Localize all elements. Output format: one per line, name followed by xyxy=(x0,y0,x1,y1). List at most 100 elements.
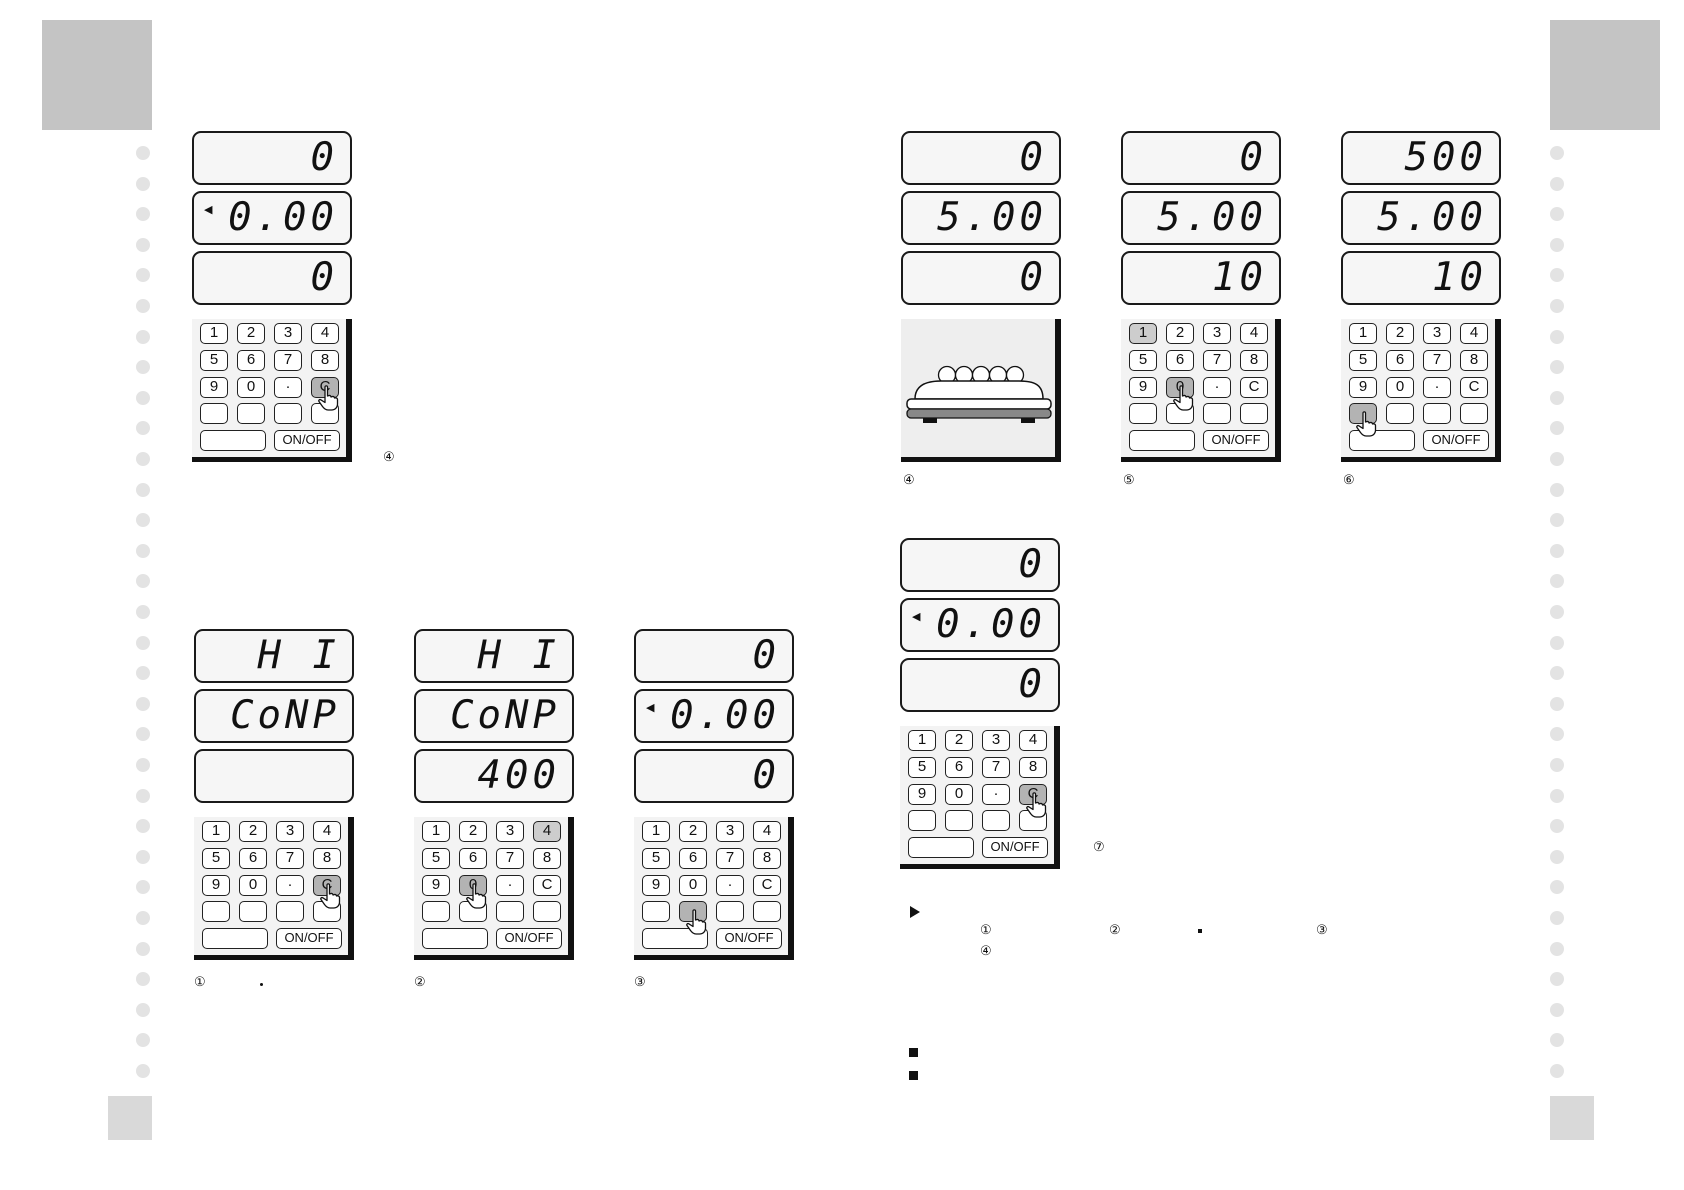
key-6-button[interactable]: 6 xyxy=(945,757,973,778)
key-6-button[interactable]: 6 xyxy=(1386,350,1414,371)
on-off-button[interactable]: ON/OFF xyxy=(1423,430,1489,451)
key-decimal-button[interactable]: · xyxy=(716,875,744,896)
key-blank-1-button[interactable] xyxy=(642,901,670,922)
key-1-button[interactable]: 1 xyxy=(202,821,230,842)
key-3-button[interactable]: 3 xyxy=(276,821,304,842)
key-8-button[interactable]: 8 xyxy=(753,848,781,869)
key-blank-4-button[interactable] xyxy=(1019,810,1047,831)
key-2-button[interactable]: 2 xyxy=(239,821,267,842)
key-decimal-button[interactable]: · xyxy=(276,875,304,896)
key-c-button[interactable]: C xyxy=(311,377,339,398)
key-0-button[interactable]: 0 xyxy=(945,784,973,805)
key-4-button[interactable]: 4 xyxy=(533,821,561,842)
key-7-button[interactable]: 7 xyxy=(496,848,524,869)
key-9-button[interactable]: 9 xyxy=(1349,377,1377,398)
on-off-button[interactable]: ON/OFF xyxy=(1203,430,1269,451)
key-blank-3-button[interactable] xyxy=(274,403,302,424)
key-3-button[interactable]: 3 xyxy=(1423,323,1451,344)
key-9-button[interactable]: 9 xyxy=(202,875,230,896)
key-blank-3-button[interactable] xyxy=(1203,403,1231,424)
key-blank-1-button[interactable] xyxy=(1129,403,1157,424)
key-0-button[interactable]: 0 xyxy=(679,875,707,896)
key-6-button[interactable]: 6 xyxy=(459,848,487,869)
key-3-button[interactable]: 3 xyxy=(496,821,524,842)
key-1-button[interactable]: 1 xyxy=(200,323,228,344)
key-blank-wide-button[interactable] xyxy=(202,928,268,949)
key-4-button[interactable]: 4 xyxy=(313,821,341,842)
key-2-button[interactable]: 2 xyxy=(459,821,487,842)
key-blank-1-button[interactable] xyxy=(200,403,228,424)
on-off-button[interactable]: ON/OFF xyxy=(716,928,782,949)
key-6-button[interactable]: 6 xyxy=(1166,350,1194,371)
key-8-button[interactable]: 8 xyxy=(311,350,339,371)
key-blank-wide-button[interactable] xyxy=(1349,430,1415,451)
key-5-button[interactable]: 5 xyxy=(1129,350,1157,371)
key-1-button[interactable]: 1 xyxy=(642,821,670,842)
key-5-button[interactable]: 5 xyxy=(908,757,936,778)
key-2-button[interactable]: 2 xyxy=(679,821,707,842)
key-c-button[interactable]: C xyxy=(1240,377,1268,398)
key-8-button[interactable]: 8 xyxy=(1460,350,1488,371)
key-1-button[interactable]: 1 xyxy=(1129,323,1157,344)
key-blank-2-button[interactable] xyxy=(679,901,707,922)
key-blank-1-button[interactable] xyxy=(908,810,936,831)
key-blank-wide-button[interactable] xyxy=(200,430,266,451)
key-8-button[interactable]: 8 xyxy=(533,848,561,869)
key-8-button[interactable]: 8 xyxy=(1240,350,1268,371)
key-2-button[interactable]: 2 xyxy=(1166,323,1194,344)
key-3-button[interactable]: 3 xyxy=(716,821,744,842)
key-2-button[interactable]: 2 xyxy=(945,730,973,751)
key-blank-1-button[interactable] xyxy=(422,901,450,922)
on-off-button[interactable]: ON/OFF xyxy=(276,928,342,949)
key-1-button[interactable]: 1 xyxy=(1349,323,1377,344)
key-blank-4-button[interactable] xyxy=(533,901,561,922)
key-4-button[interactable]: 4 xyxy=(1019,730,1047,751)
key-7-button[interactable]: 7 xyxy=(1203,350,1231,371)
key-7-button[interactable]: 7 xyxy=(716,848,744,869)
key-9-button[interactable]: 9 xyxy=(908,784,936,805)
key-blank-2-button[interactable] xyxy=(459,901,487,922)
key-decimal-button[interactable]: · xyxy=(496,875,524,896)
key-2-button[interactable]: 2 xyxy=(237,323,265,344)
key-decimal-button[interactable]: · xyxy=(1423,377,1451,398)
key-blank-wide-button[interactable] xyxy=(642,928,708,949)
key-c-button[interactable]: C xyxy=(313,875,341,896)
on-off-button[interactable]: ON/OFF xyxy=(496,928,562,949)
key-blank-2-button[interactable] xyxy=(1166,403,1194,424)
key-8-button[interactable]: 8 xyxy=(1019,757,1047,778)
key-8-button[interactable]: 8 xyxy=(313,848,341,869)
key-2-button[interactable]: 2 xyxy=(1386,323,1414,344)
key-4-button[interactable]: 4 xyxy=(1240,323,1268,344)
key-5-button[interactable]: 5 xyxy=(202,848,230,869)
key-blank-2-button[interactable] xyxy=(239,901,267,922)
key-blank-4-button[interactable] xyxy=(311,403,339,424)
key-9-button[interactable]: 9 xyxy=(1129,377,1157,398)
key-blank-4-button[interactable] xyxy=(1460,403,1488,424)
key-7-button[interactable]: 7 xyxy=(982,757,1010,778)
key-6-button[interactable]: 6 xyxy=(239,848,267,869)
key-blank-2-button[interactable] xyxy=(237,403,265,424)
key-7-button[interactable]: 7 xyxy=(276,848,304,869)
key-decimal-button[interactable]: · xyxy=(982,784,1010,805)
key-blank-3-button[interactable] xyxy=(716,901,744,922)
key-blank-4-button[interactable] xyxy=(313,901,341,922)
key-blank-2-button[interactable] xyxy=(945,810,973,831)
key-4-button[interactable]: 4 xyxy=(311,323,339,344)
key-5-button[interactable]: 5 xyxy=(422,848,450,869)
key-7-button[interactable]: 7 xyxy=(1423,350,1451,371)
key-blank-wide-button[interactable] xyxy=(1129,430,1195,451)
key-6-button[interactable]: 6 xyxy=(679,848,707,869)
key-3-button[interactable]: 3 xyxy=(274,323,302,344)
key-4-button[interactable]: 4 xyxy=(753,821,781,842)
key-0-button[interactable]: 0 xyxy=(1386,377,1414,398)
key-c-button[interactable]: C xyxy=(753,875,781,896)
key-blank-2-button[interactable] xyxy=(1386,403,1414,424)
key-blank-3-button[interactable] xyxy=(276,901,304,922)
key-blank-3-button[interactable] xyxy=(496,901,524,922)
key-1-button[interactable]: 1 xyxy=(422,821,450,842)
key-1-button[interactable]: 1 xyxy=(908,730,936,751)
key-5-button[interactable]: 5 xyxy=(1349,350,1377,371)
key-0-button[interactable]: 0 xyxy=(459,875,487,896)
key-decimal-button[interactable]: · xyxy=(1203,377,1231,398)
key-9-button[interactable]: 9 xyxy=(422,875,450,896)
